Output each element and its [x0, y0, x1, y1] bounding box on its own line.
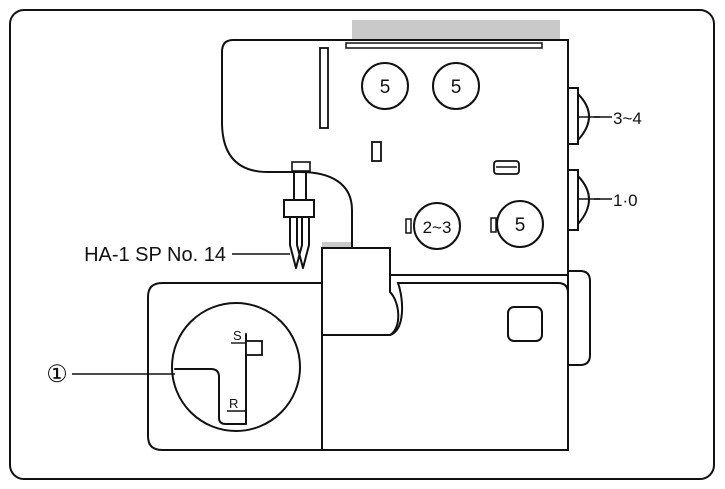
- looper-cover-button: [507, 306, 543, 342]
- left-vertical-slot: [319, 47, 329, 129]
- thread-guide-hook: [493, 160, 520, 175]
- tension-dial-bottom-right: [496, 200, 544, 248]
- needle-assembly: [283, 171, 315, 269]
- dial-setting-bottom-left: 2~3: [423, 218, 452, 237]
- needle-clamp-screw: [291, 161, 311, 172]
- differential-feed-knob: [567, 87, 600, 145]
- tension-dial-top-right: [432, 62, 480, 110]
- detail-guide-tab: [245, 340, 263, 356]
- dial-indicator-mark-left: [405, 218, 412, 234]
- top-thread-bar: [345, 42, 543, 49]
- thread-guide-small: [371, 141, 382, 162]
- knob-label-upper: 3~4: [613, 109, 642, 128]
- machine-base-right: [321, 282, 569, 451]
- tension-dial-bottom-left: [413, 202, 461, 250]
- detail-label-r: R: [229, 396, 238, 411]
- detail-guide-line: [174, 333, 247, 425]
- callout-marker-1: ①: [46, 361, 68, 388]
- dial-indicator-mark-right: [490, 217, 497, 233]
- dial-setting-bottom-right: 5: [515, 215, 526, 236]
- machine-upper-body: [221, 39, 569, 276]
- dial-setting-top-left: 5: [380, 77, 391, 98]
- detail-label-s: S: [233, 328, 242, 343]
- dial-setting-top-right: 5: [451, 77, 462, 98]
- detail-magnifier: [171, 302, 301, 432]
- stitch-length-knob: [567, 169, 600, 231]
- presser-foot: [321, 247, 400, 336]
- right-side-cover: [567, 270, 591, 366]
- tension-dial-top-left: [361, 62, 409, 110]
- knob-label-lower: 1·0: [613, 191, 638, 210]
- needle-type-label: HA-1 SP No. 14: [84, 244, 226, 266]
